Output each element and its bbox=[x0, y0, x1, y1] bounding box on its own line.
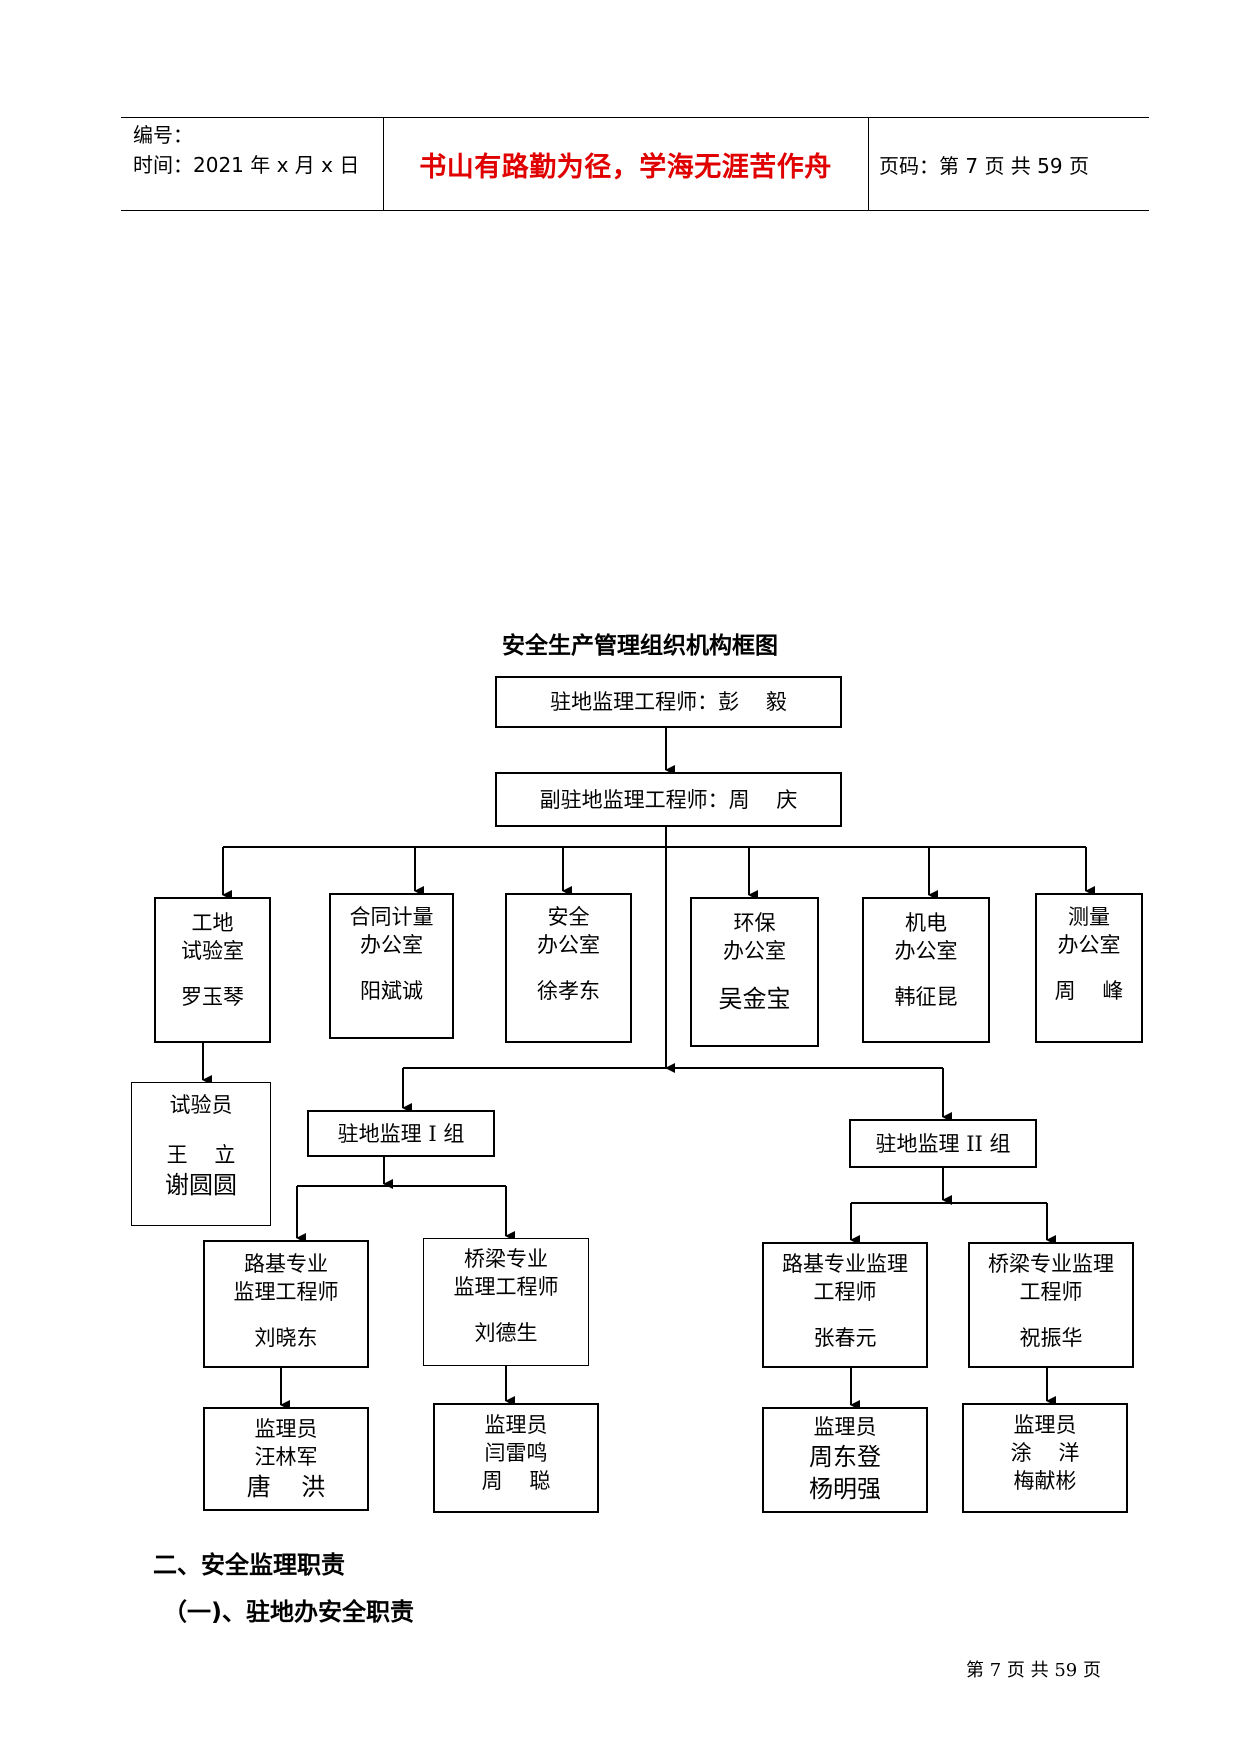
g2-roadbed-engineer-box: 路基专业监理 工程师 张春元 bbox=[762, 1242, 928, 1368]
g1-roadbed-engineer-box: 路基专业 监理工程师 刘晓东 bbox=[203, 1240, 369, 1368]
engineer-person: 刘德生 bbox=[474, 1321, 538, 1345]
engineer-person: 刘晓东 bbox=[254, 1326, 318, 1350]
deputy-engineer-label: 副驻地监理工程师：周 庆 bbox=[539, 787, 798, 812]
deputy-engineer-box: 副驻地监理工程师：周 庆 bbox=[495, 772, 842, 827]
office-box-electromechanical: 机电 办公室 韩征昆 bbox=[862, 897, 990, 1043]
office-box-safety: 安全 办公室 徐孝东 bbox=[505, 893, 632, 1043]
inspector-person-1: 涂 洋 bbox=[1010, 1441, 1080, 1465]
inspector-title: 监理员 bbox=[254, 1417, 318, 1441]
office-title: 机电 办公室 bbox=[894, 911, 958, 963]
lab-staff-title: 试验员 bbox=[169, 1093, 233, 1117]
engineer-title: 桥梁专业监理 工程师 bbox=[988, 1252, 1114, 1304]
section-heading-2-1: （一)、驻地办安全职责 bbox=[163, 1598, 414, 1626]
header-meta: 编号： 时间：2021 年 x 月 x 日 bbox=[133, 120, 359, 180]
office-title: 测量 办公室 bbox=[1057, 905, 1121, 957]
chief-engineer-label: 驻地监理工程师：彭 毅 bbox=[550, 690, 787, 714]
office-title: 环保 办公室 bbox=[723, 911, 786, 963]
group-2-box: 驻地监理 II 组 bbox=[849, 1119, 1037, 1168]
g1-bridge-engineer-box: 桥梁专业 监理工程师 刘德生 bbox=[423, 1238, 589, 1366]
engineer-person: 祝振华 bbox=[1019, 1326, 1083, 1350]
doc-number-label: 编号： bbox=[133, 123, 193, 147]
office-title: 安全 办公室 bbox=[537, 905, 600, 957]
engineer-person: 张春元 bbox=[813, 1326, 877, 1350]
inspector-title: 监理员 bbox=[813, 1415, 877, 1439]
group-2-label: 驻地监理 II 组 bbox=[875, 1131, 1011, 1156]
inspector-box-2: 监理员 闫雷鸣 周 聪 bbox=[433, 1403, 599, 1513]
inspector-person-2: 唐 洪 bbox=[246, 1473, 326, 1501]
header-divider-1 bbox=[383, 117, 384, 210]
inspector-box-4: 监理员 涂 洋 梅献彬 bbox=[962, 1403, 1128, 1513]
doc-time-label: 时间：2021 年 x 月 x 日 bbox=[133, 153, 360, 177]
inspector-box-3: 监理员 周东登 杨明强 bbox=[762, 1407, 928, 1513]
office-person: 周 峰 bbox=[1054, 979, 1124, 1003]
inspector-box-1: 监理员 汪林军 唐 洪 bbox=[203, 1407, 369, 1511]
inspector-title: 监理员 bbox=[484, 1413, 548, 1437]
inspector-person-1: 汪林军 bbox=[254, 1445, 318, 1469]
group-1-box: 驻地监理 I 组 bbox=[307, 1110, 495, 1157]
inspector-person-2: 周 聪 bbox=[481, 1469, 551, 1493]
inspector-person-1: 周东登 bbox=[809, 1443, 881, 1471]
office-box-environment: 环保 办公室 吴金宝 bbox=[690, 897, 819, 1047]
lab-staff-person-1: 王 立 bbox=[166, 1143, 236, 1167]
engineer-title: 路基专业监理 工程师 bbox=[782, 1252, 908, 1304]
office-box-survey: 测量 办公室 周 峰 bbox=[1035, 893, 1143, 1043]
inspector-person-2: 梅献彬 bbox=[1013, 1469, 1077, 1493]
header-bottom-rule bbox=[121, 210, 1149, 211]
org-chart-title: 安全生产管理组织机构框图 bbox=[502, 633, 778, 659]
g2-bridge-engineer-box: 桥梁专业监理 工程师 祝振华 bbox=[968, 1242, 1134, 1368]
engineer-title: 桥梁专业 监理工程师 bbox=[453, 1247, 559, 1299]
header-motto: 书山有路勤为径，学海无涯苦作舟 bbox=[419, 152, 832, 183]
header-top-rule bbox=[121, 117, 1149, 118]
office-person: 罗玉琴 bbox=[181, 985, 244, 1009]
header-page-label: 页码：第 7 页 共 59 页 bbox=[879, 154, 1089, 178]
office-person: 阳斌诚 bbox=[360, 979, 423, 1003]
group-1-label: 驻地监理 I 组 bbox=[337, 1121, 465, 1146]
office-person: 徐孝东 bbox=[537, 979, 600, 1003]
office-box-contract: 合同计量 办公室 阳斌诚 bbox=[329, 893, 454, 1039]
chief-engineer-box: 驻地监理工程师：彭 毅 bbox=[495, 676, 842, 728]
office-title: 工地 试验室 bbox=[181, 911, 244, 963]
office-box-lab: 工地 试验室 罗玉琴 bbox=[154, 897, 271, 1043]
office-person: 吴金宝 bbox=[718, 985, 791, 1013]
lab-staff-person-2: 谢圆圆 bbox=[165, 1171, 237, 1199]
page-footer: 第 7 页 共 59 页 bbox=[966, 1660, 1101, 1681]
section-heading-2: 二、安全监理职责 bbox=[153, 1551, 345, 1579]
inspector-title: 监理员 bbox=[1013, 1413, 1077, 1437]
header-divider-2 bbox=[868, 117, 869, 210]
office-title: 合同计量 办公室 bbox=[349, 905, 434, 957]
inspector-person-2: 杨明强 bbox=[809, 1475, 881, 1503]
office-person: 韩征昆 bbox=[894, 985, 958, 1009]
lab-staff-box: 试验员 王 立 谢圆圆 bbox=[131, 1082, 271, 1226]
inspector-person-1: 闫雷鸣 bbox=[484, 1441, 548, 1465]
engineer-title: 路基专业 监理工程师 bbox=[233, 1252, 339, 1304]
